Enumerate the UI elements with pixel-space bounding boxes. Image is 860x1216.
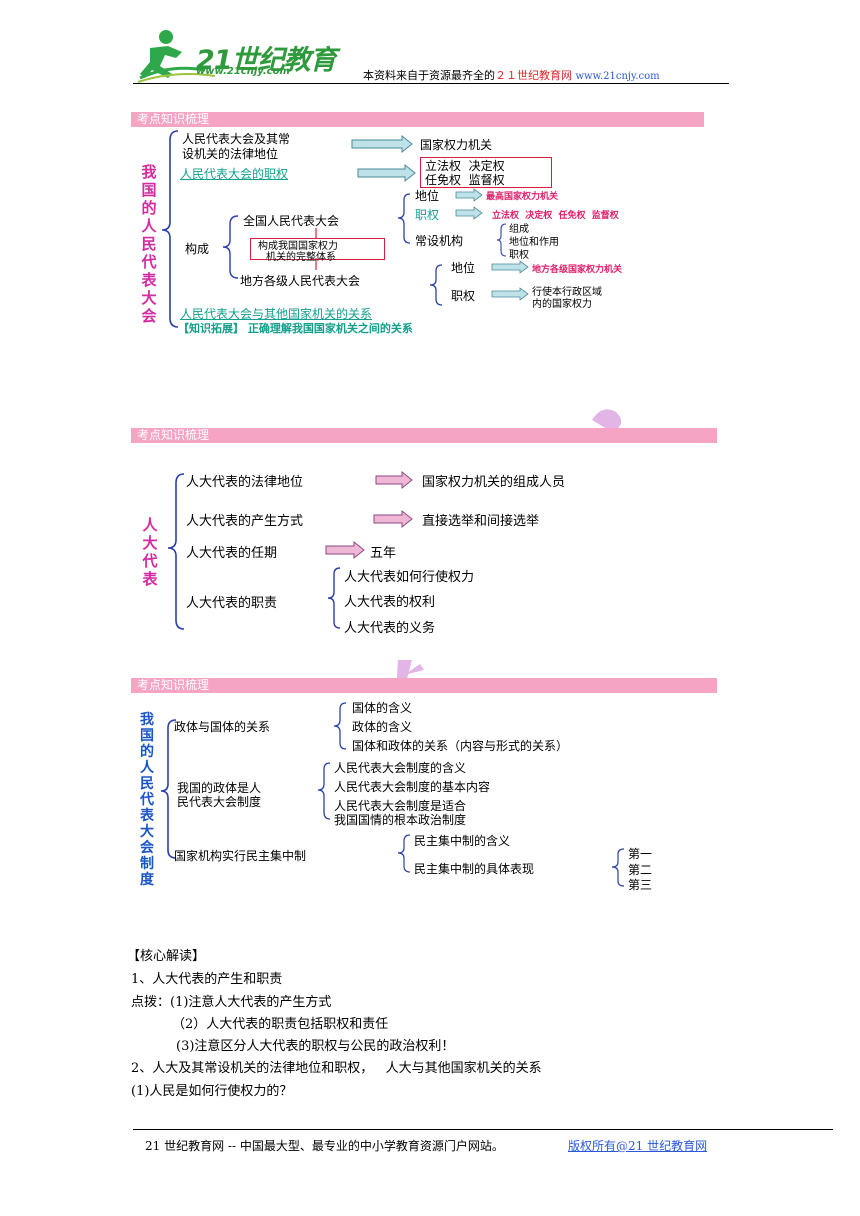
s2-r2: 人大代表的产生方式: [186, 514, 304, 529]
s1-standing-item-2: 职权: [509, 250, 529, 261]
s1-complete-system-box: [250, 238, 385, 260]
s3-g3-item-1: 民主集中制的具体表现: [414, 862, 535, 876]
core-heading: 【核心解读】: [127, 949, 206, 964]
s3-g1-item-2: 国体和政体的关系（内容与形式的关系）: [352, 739, 569, 753]
s3-g1-item-1: 政体的含义: [352, 720, 413, 734]
section2-band: 考点知识梳理: [131, 428, 717, 443]
s3-g2-a: 我国的政体是人: [177, 781, 262, 795]
section1-band-title: 考点知识梳理: [137, 112, 210, 126]
footer-left: 21 世纪教育网 -- 中国最大型、最专业的中小学教育资源门户网站。: [145, 1139, 504, 1153]
core-line-0: 1、人大代表的产生和职责: [131, 972, 283, 987]
s1-local-power-val-a: 行使本行政区域: [532, 287, 602, 298]
s3-g1: 政体与国体的关系: [174, 720, 271, 734]
s2-r2-val: 直接选举和间接选举: [422, 514, 540, 529]
s1-row2-powers-box: [420, 157, 552, 188]
s1-local: 地方各级人民代表大会: [240, 274, 361, 288]
s1-row1-text-a: 人民代表大会及其常: [182, 132, 291, 146]
s2-r4: 人大代表的职责: [186, 596, 278, 611]
s2-r3-val: 五年: [370, 546, 397, 561]
s3-g2-item-0: 人民代表大会制度的含义: [334, 761, 467, 775]
s3-g3-item-0: 民主集中制的含义: [414, 834, 511, 848]
s1-local-power: 职权: [451, 289, 476, 303]
s1-national-power-val: 立法权 决定权 任免权 监督权: [492, 211, 619, 221]
s1-national-power: 职权: [415, 208, 440, 222]
header-note-url[interactable]: www.21cnjy.com: [575, 71, 660, 82]
s1-local-power-val-b: 内的国家权力: [532, 299, 592, 310]
s2-r4-item-0: 人大代表如何行使权力: [344, 570, 475, 585]
s1-row1-text-b: 设机关的法律地位: [182, 147, 279, 161]
header-note-prefix: 本资料来自于资源最齐全的: [363, 69, 495, 82]
footer-copyright-link[interactable]: 版权所有@21 世纪教育网: [568, 1139, 708, 1153]
s1-row2-text: 人民代表大会的职权: [180, 167, 289, 181]
s1-local-status-val: 地方各级国家权力机关: [532, 265, 623, 275]
s1-row1-result: 国家权力机关: [420, 138, 493, 152]
s1-ext-text: 正确理解我国国家机关之间的关系: [247, 322, 413, 335]
s3-g2-b: 民代表大会制度: [177, 795, 262, 809]
core-line-3: (3)注意区分人大代表的职权与公民的政治权利！: [176, 1039, 455, 1054]
section1-vertical-title: 我国的人民代表大会: [141, 163, 157, 325]
s1-relation: 人民代表大会与其他国家机关的关系: [180, 307, 373, 321]
section3-vertical-title: 我国的人民代表大会制度: [140, 712, 154, 888]
s2-r4-item-2: 人大代表的义务: [344, 621, 436, 636]
s3-g3-sub-2: 第三: [628, 878, 653, 892]
section3-band-title: 考点知识梳理: [137, 678, 210, 692]
logo-url: www.21cnjy.com: [196, 66, 290, 77]
s2-r1: 人大代表的法律地位: [186, 475, 304, 490]
header-divider: [133, 83, 729, 84]
s1-extension: 【知识拓展】 正确理解我国国家机关之间的关系: [178, 320, 413, 336]
s2-r4-item-1: 人大代表的权利: [344, 595, 436, 610]
section2-vertical-title: 人大代表: [142, 516, 158, 588]
s1-row2-box-a: 立法权 决定权: [425, 159, 505, 173]
s2-r3: 人大代表的任期: [186, 546, 278, 561]
s3-g2-item-2: 人民代表大会制度是适合: [334, 799, 467, 813]
s3-g3-sub-1: 第二: [628, 863, 653, 877]
logo-main: 21世纪教育: [196, 45, 337, 76]
core-line-1: 点拨：(1)注意人大代表的产生方式: [131, 995, 332, 1010]
section3-band: 考点知识梳理: [131, 678, 717, 693]
s3-g3-sub-0: 第一: [628, 847, 653, 861]
core-line-4: 2、人大及其常设机关的法律地位和职权， 人大与其他国家机关的关系: [131, 1061, 542, 1076]
s1-local-status: 地位: [451, 261, 476, 275]
s3-g2-item-1: 人民代表大会制度的基本内容: [334, 780, 491, 794]
s1-goucheng: 构成: [185, 242, 210, 256]
core-line-2: （2）人大代表的职责包括职权和责任: [172, 1017, 389, 1032]
s1-complete-box-a: 构成我国国家权力: [258, 241, 338, 252]
s1-row2-box-b: 任免权 监督权: [425, 173, 505, 187]
s3-g1-item-0: 国体的含义: [352, 701, 413, 715]
header-note: 本资料来自于资源最齐全的２１世纪教育网 www.21cnjy.com: [363, 67, 660, 83]
s1-complete-box-b: 机关的完整体系: [266, 252, 336, 263]
section2-band-title: 考点知识梳理: [137, 428, 210, 442]
s1-standing: 常设机构: [415, 234, 464, 248]
s3-g2-item-3: 我国国情的根本政治制度: [334, 813, 467, 827]
section1-band: 考点知识梳理: [131, 112, 704, 127]
s3-g3: 国家机构实行民主集中制: [174, 849, 307, 863]
footer-divider: [133, 1129, 833, 1130]
header-note-brand: ２１世纪教育网: [495, 69, 572, 82]
s1-ext-tag: 【知识拓展】: [178, 322, 244, 335]
s2-r1-val: 国家权力机关的组成人员: [422, 475, 566, 490]
s1-national-status: 地位: [415, 189, 440, 203]
s1-national: 全国人民代表大会: [243, 214, 340, 228]
s1-national-status-val: 最高国家权力机关: [486, 192, 559, 202]
s1-standing-item-1: 地位和作用: [509, 237, 559, 248]
core-line-5: (1)人民是如何行使权力的？: [131, 1084, 293, 1099]
s1-standing-item-0: 组成: [509, 224, 529, 235]
